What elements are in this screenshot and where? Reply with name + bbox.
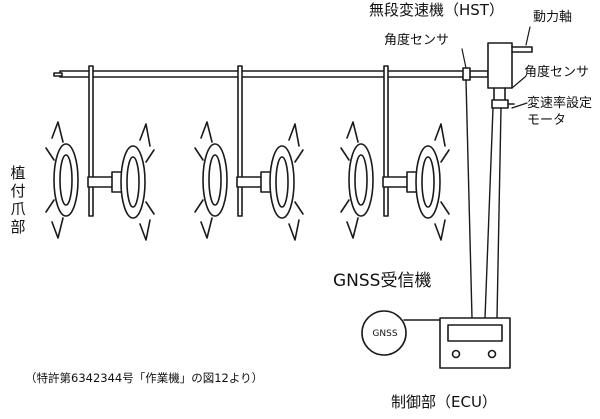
ecu-unit — [439, 317, 511, 369]
leader-lines — [461, 26, 531, 109]
angle-sensor-2-label: 角度センサ — [524, 65, 590, 80]
ecu-label: 制御部（ECU） — [391, 393, 497, 411]
hst-label: 無段変速機（HST） — [369, 1, 504, 19]
claw-wheel-left — [340, 121, 374, 239]
angle-sensor-1 — [462, 67, 471, 81]
signal-wires — [465, 79, 502, 319]
speed-ratio-motor-label: 変速率設定モータ — [527, 96, 593, 128]
planting-unit-1 — [45, 121, 155, 241]
drop-shafts — [88, 65, 389, 217]
gnss-unit-label: GNSS — [372, 329, 398, 339]
claw-wheel-right — [269, 123, 304, 241]
claw-wheel-left — [194, 121, 228, 239]
hst-box — [487, 42, 513, 89]
claw-wheel-right — [120, 123, 155, 241]
main-shaft — [53, 70, 489, 78]
power-shaft-label: 動力軸 — [533, 10, 573, 25]
planting-unit-3 — [340, 121, 450, 241]
gnss-receiver-label: GNSS受信機 — [333, 271, 432, 291]
gnss-receiver — [361, 310, 407, 356]
speed-ratio-motor — [491, 87, 515, 109]
claw-wheel-left — [45, 121, 79, 239]
power-shaft — [511, 46, 533, 53]
planting-unit-2 — [194, 121, 304, 241]
planting-claw-label: 植付爪部 — [10, 164, 26, 236]
claw-wheel-right — [415, 123, 450, 241]
angle-sensor-1-label: 角度センサ — [384, 33, 450, 48]
citation-text: （特許第6342344号「作業機」の図12より） — [25, 371, 264, 385]
